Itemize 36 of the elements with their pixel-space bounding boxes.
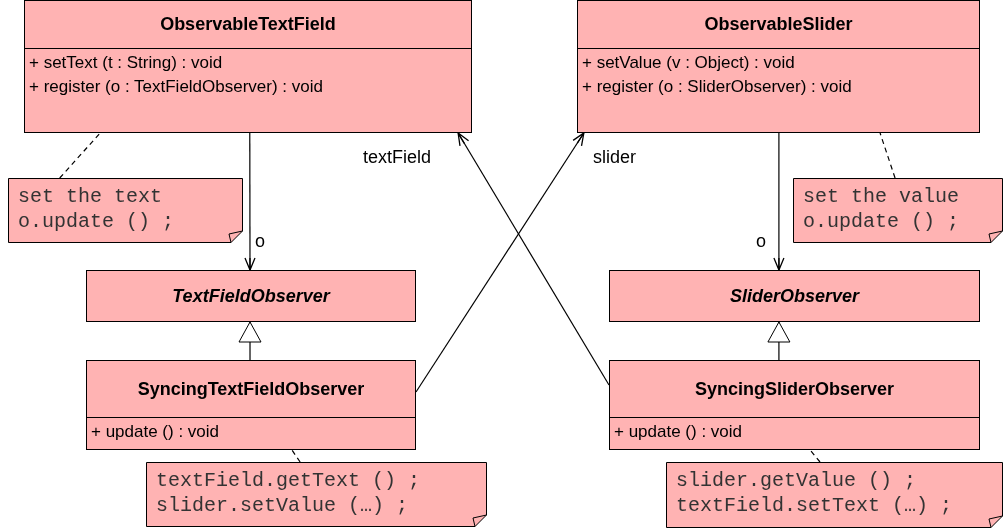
note-text: slider.getValue () ; textField.setText (…) ; [676,468,954,518]
class-name: SyncingTextFieldObserver [87,361,415,418]
method-text: + setValue (v : Object) : void [581,52,796,74]
method-text: + update () : void [613,421,744,443]
arrow [773,132,785,271]
class-box [609,360,980,450]
inheritance-arrow [767,321,791,361]
class-name: TextFieldObserver [171,284,332,308]
arrow [457,132,610,386]
note-text: set the value o.update () ; [803,184,961,234]
note [793,178,1003,243]
class-box [86,270,416,322]
class-name: SyncingSliderObserver [610,361,979,418]
note-connector [879,132,896,179]
method-text: + setText (t : String) : void [28,52,224,74]
note-text: set the text o.update () ; [18,184,176,234]
method-text: + register (o : SliderObserver) : void [581,76,853,98]
note-connector [291,449,301,463]
inheritance-arrow [238,321,262,361]
method-text: + register (o : TextFieldObserver) : void [28,76,324,98]
note-text: textField.getText () ; slider.setValue (…) ; [156,468,422,518]
note [666,462,1003,528]
class-box [609,270,980,322]
note-connector [59,132,101,179]
note [8,178,243,243]
arrow [244,132,256,271]
class-box [577,0,980,133]
method-text: + update () : void [90,421,221,443]
class-name: SliderObserver [728,284,861,308]
note [146,462,487,527]
class-name: ObservableTextField [25,1,471,49]
class-name: ObservableSlider [578,1,979,49]
class-box [86,360,416,450]
arrow [415,132,585,393]
note-connector [809,449,821,463]
class-box [24,0,472,133]
